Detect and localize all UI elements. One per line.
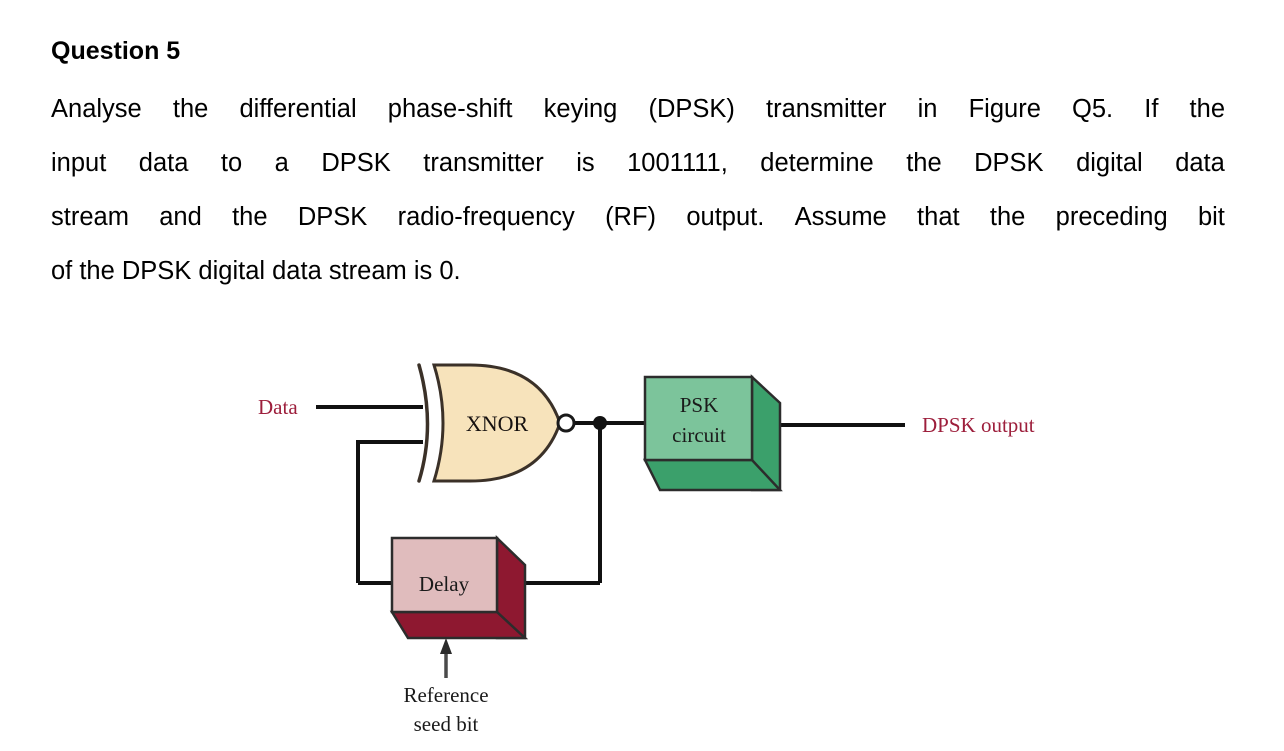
question-word: keying xyxy=(543,95,618,123)
xnor-extra-arc xyxy=(417,363,430,483)
question-word: bit xyxy=(1197,203,1225,231)
dpsk-output-label: DPSK output xyxy=(922,413,1035,437)
question-word: the xyxy=(232,203,268,231)
question-body-line-3: stream and the DPSK radio-frequency (RF) outpu… xyxy=(51,190,1225,244)
question-word: output. xyxy=(686,203,765,231)
question-word: Assume xyxy=(794,203,887,231)
question-word: DPSK xyxy=(297,203,368,231)
data-input-label: Data xyxy=(258,395,298,419)
question-word: a xyxy=(274,149,289,177)
question-word: stream xyxy=(51,203,129,231)
question-word: Q5. xyxy=(1072,95,1114,123)
question-word: preceding xyxy=(1055,203,1168,231)
question-word: (DPSK) xyxy=(648,95,735,123)
wire-junction-dot xyxy=(593,416,607,430)
psk-circuit-block: PSK circuit xyxy=(642,374,783,492)
question-word: data xyxy=(1175,149,1225,177)
question-body-line-2: input data to a DPSK transmitter is 1001111, det… xyxy=(51,136,1225,190)
question-word: determine xyxy=(760,149,874,177)
question-word: the xyxy=(989,203,1026,231)
wire-feedback-to-gate xyxy=(356,440,423,583)
delay-front-face xyxy=(390,536,499,614)
question-word: radio-frequency xyxy=(397,203,575,231)
question-word: DPSK xyxy=(321,149,391,177)
question-body-line-1: Analyse the differential phase-shift keying (… xyxy=(51,82,1225,136)
question-word: and xyxy=(159,203,202,231)
xnor-gate-body xyxy=(431,363,562,483)
question-word: digital xyxy=(1076,149,1143,177)
page-title: Question 5 xyxy=(51,37,181,65)
question-word: (RF) xyxy=(605,203,657,231)
question-word: to xyxy=(220,149,243,177)
question-word: 1001111, xyxy=(627,149,728,177)
question-word: input xyxy=(51,149,107,177)
wiring xyxy=(316,405,905,585)
xnor-gate-label: XNOR xyxy=(466,411,529,436)
question-word: phase-shift xyxy=(387,95,513,123)
xnor-inversion-bubble xyxy=(556,413,576,433)
question-word: DPSK xyxy=(974,149,1044,177)
delay-label: Delay xyxy=(419,572,470,596)
psk-label-line2: circuit xyxy=(672,423,726,447)
question-word: the xyxy=(172,95,209,123)
dpsk-transmitter-figure: XNOR PSK circuit Delay Data DPSK output … xyxy=(0,340,1284,751)
question-block: Question 5 Analyse the differential phase-s… xyxy=(51,36,1225,298)
question-word: differential xyxy=(239,95,357,123)
question-word: the xyxy=(906,149,942,177)
reference-seed-bit-label-line2: seed bit xyxy=(414,712,479,736)
xnor-gate: XNOR xyxy=(417,363,576,483)
question-word: the xyxy=(1189,95,1225,123)
delay-block: Delay xyxy=(389,535,529,640)
question-word: is xyxy=(576,149,595,177)
question-word: data xyxy=(138,149,189,177)
psk-front-face xyxy=(643,375,754,462)
reference-arrow-head xyxy=(440,638,452,654)
question-body-line-4: of the DPSK digital data stream is 0. xyxy=(51,257,461,285)
psk-label-line1: PSK xyxy=(680,393,719,417)
question-word: Analyse xyxy=(51,95,142,123)
question-word: that xyxy=(917,203,960,231)
question-word: Figure xyxy=(968,95,1041,123)
question-word: transmitter xyxy=(423,149,544,177)
reference-seed-bit-label-line1: Reference xyxy=(403,683,488,707)
question-word: If xyxy=(1144,95,1159,123)
question-word: in xyxy=(917,95,938,123)
question-word: transmitter xyxy=(766,95,887,123)
reference-seed-bit-arrow xyxy=(440,638,452,678)
